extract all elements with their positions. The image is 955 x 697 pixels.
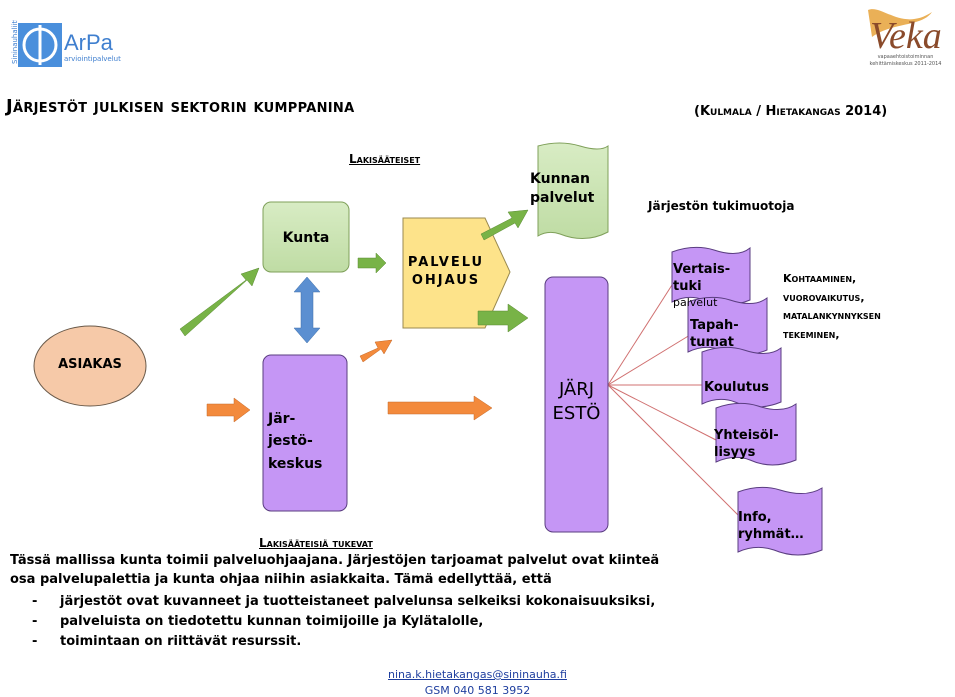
support-doc-shape [671, 246, 751, 306]
arrow-to-kunnan-palvelut [480, 209, 529, 241]
citation: (Kulmala / Hietakangas 2014) [694, 104, 888, 119]
bullet-marker: - [32, 614, 38, 630]
bullet-list: - järjestöt ovat kuvanneet ja tuotteistan… [32, 592, 655, 652]
support-item: Vertais-tuki palvelut [673, 262, 751, 309]
asiakas-ellipse [33, 325, 147, 407]
page-title: Järjestöt julkisen sektorin kumppanina [6, 96, 355, 117]
list-item-text: toimintaan on riittävät resurssit. [60, 634, 302, 650]
arpa-logo-subtitle: arviointipalvelut [64, 55, 121, 63]
arpa-logo: Sininauhaliitto [6, 14, 126, 70]
arrow-kunta-jarjestokeskus [293, 276, 321, 344]
bullet-marker: - [32, 594, 38, 609]
arrow-to-jarjesto-long [387, 395, 493, 421]
list-item-text: järjestöt ovat kuvanneet ja tuotteistane… [60, 594, 656, 609]
side-note: Kohtaaminen, vuorovaikutus, matalankynny… [783, 272, 881, 342]
support-item-label: Koulutus [704, 380, 769, 395]
arpa-logo-name: ArPa [64, 30, 113, 55]
jarjestokeskus-box [262, 354, 348, 512]
support-item-label: Vertais-tuki [673, 262, 731, 294]
veka-logo [862, 2, 947, 77]
arrow-kunta-to-palveluohjaus [357, 252, 387, 274]
list-item: - palveluista on tiedotettu kunnan toimij… [32, 612, 655, 632]
jarjestokeskus-label: Jär- jestö- keskus [268, 411, 323, 472]
arrow-asiakas-to-kunta [179, 267, 260, 337]
footer-email-link[interactable]: nina.k.hietakangas@sininauha.fi [388, 668, 567, 681]
label-lakisaateiset: Lakisääteiset [349, 152, 421, 166]
support-item-label: Tapah- tumat [690, 318, 739, 350]
svg-text:Sininauhaliitto: Sininauhaliitto [11, 20, 19, 64]
support-doc-shape [715, 402, 797, 466]
kunta-label: Kunta [282, 230, 330, 246]
jarjesto-box [544, 276, 609, 533]
palveluohjaus-label: PALVELU OHJAUS [407, 255, 485, 288]
bullet-marker: - [32, 634, 38, 650]
palveluohjaus-shape [402, 217, 511, 329]
footer-phone: GSM 040 581 3952 [424, 684, 531, 697]
support-doc-shape [701, 346, 782, 408]
body-paragraph: Tässä mallissa kunta toimii palveluohjaa… [10, 553, 660, 587]
arpa-logo-mark: Sininauhaliitto [11, 14, 62, 67]
arrow-asiakas-to-jarjestokeskus [206, 397, 251, 423]
arrow-jarjestokeskus-to-palveluohjaus [359, 339, 393, 363]
support-doc-shape [687, 296, 768, 356]
asiakas-label: ASIAKAS [58, 357, 122, 372]
arrow-to-jarjesto [477, 303, 529, 333]
kunnan-palvelut-shape [537, 142, 609, 239]
label-tukimuotoja: Järjestön tukimuotoja [648, 199, 795, 213]
veka-logo-subtitle: vapaaehtoistoiminnan kehittämiskeskus 20… [869, 54, 942, 67]
support-item-sub: palvelut [673, 295, 718, 309]
support-doc-shape [737, 486, 823, 556]
kunnan-palvelut-label: Kunnan palvelut [530, 171, 595, 206]
support-item-label: Yhteisöl- lisyys [714, 428, 779, 460]
list-item-text: palveluista on tiedotettu kunnan toimijo… [60, 614, 484, 630]
support-item-label: Info, ryhmät… [738, 510, 804, 542]
veka-logo-name: Veka [870, 15, 942, 57]
jarjesto-label: JÄRJ ESTÖ [552, 379, 601, 425]
connector-lines [607, 284, 739, 516]
kunta-box [262, 201, 350, 273]
list-item: - järjestöt ovat kuvanneet ja tuotteistan… [32, 592, 655, 612]
diagram [33, 142, 823, 556]
label-lakisaateisia-tukevat: Lakisääteisiä tukevat [259, 536, 373, 550]
list-item: - toimintaan on riittävät resurssit. [32, 632, 655, 652]
